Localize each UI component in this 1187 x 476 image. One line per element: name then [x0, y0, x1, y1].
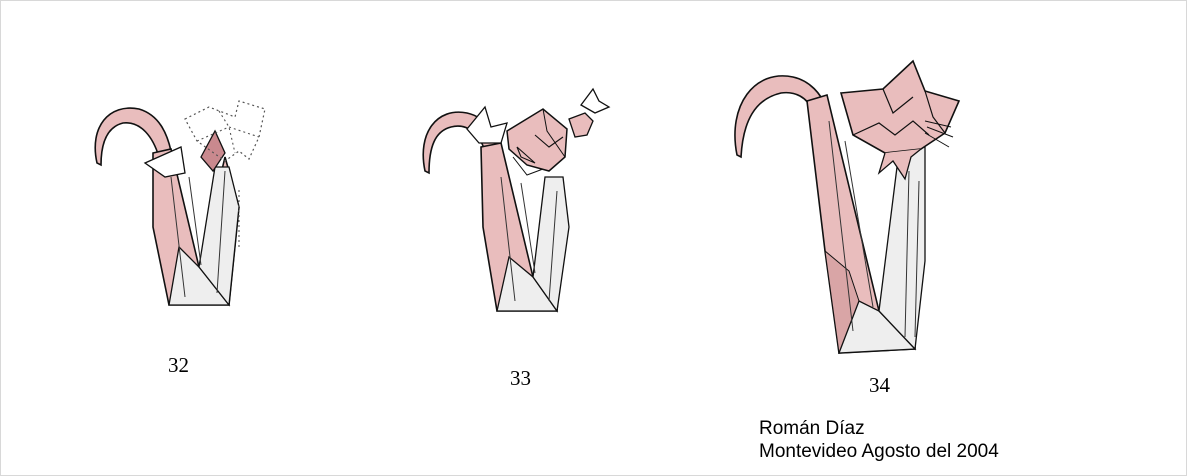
- step-number-34: 34: [869, 373, 890, 397]
- step-33-figure: [417, 87, 617, 315]
- credit-block: Román Díaz Montevideo Agosto del 2004: [759, 417, 999, 463]
- author-name: Román Díaz: [759, 418, 865, 439]
- step-number-32: 32: [168, 353, 189, 377]
- step-number-33: 33: [510, 366, 531, 390]
- place-date: Montevideo Agosto del 2004: [759, 441, 999, 462]
- step-32-figure: [89, 97, 279, 312]
- cat-head: [506, 108, 568, 172]
- step-34-figure: [729, 59, 969, 356]
